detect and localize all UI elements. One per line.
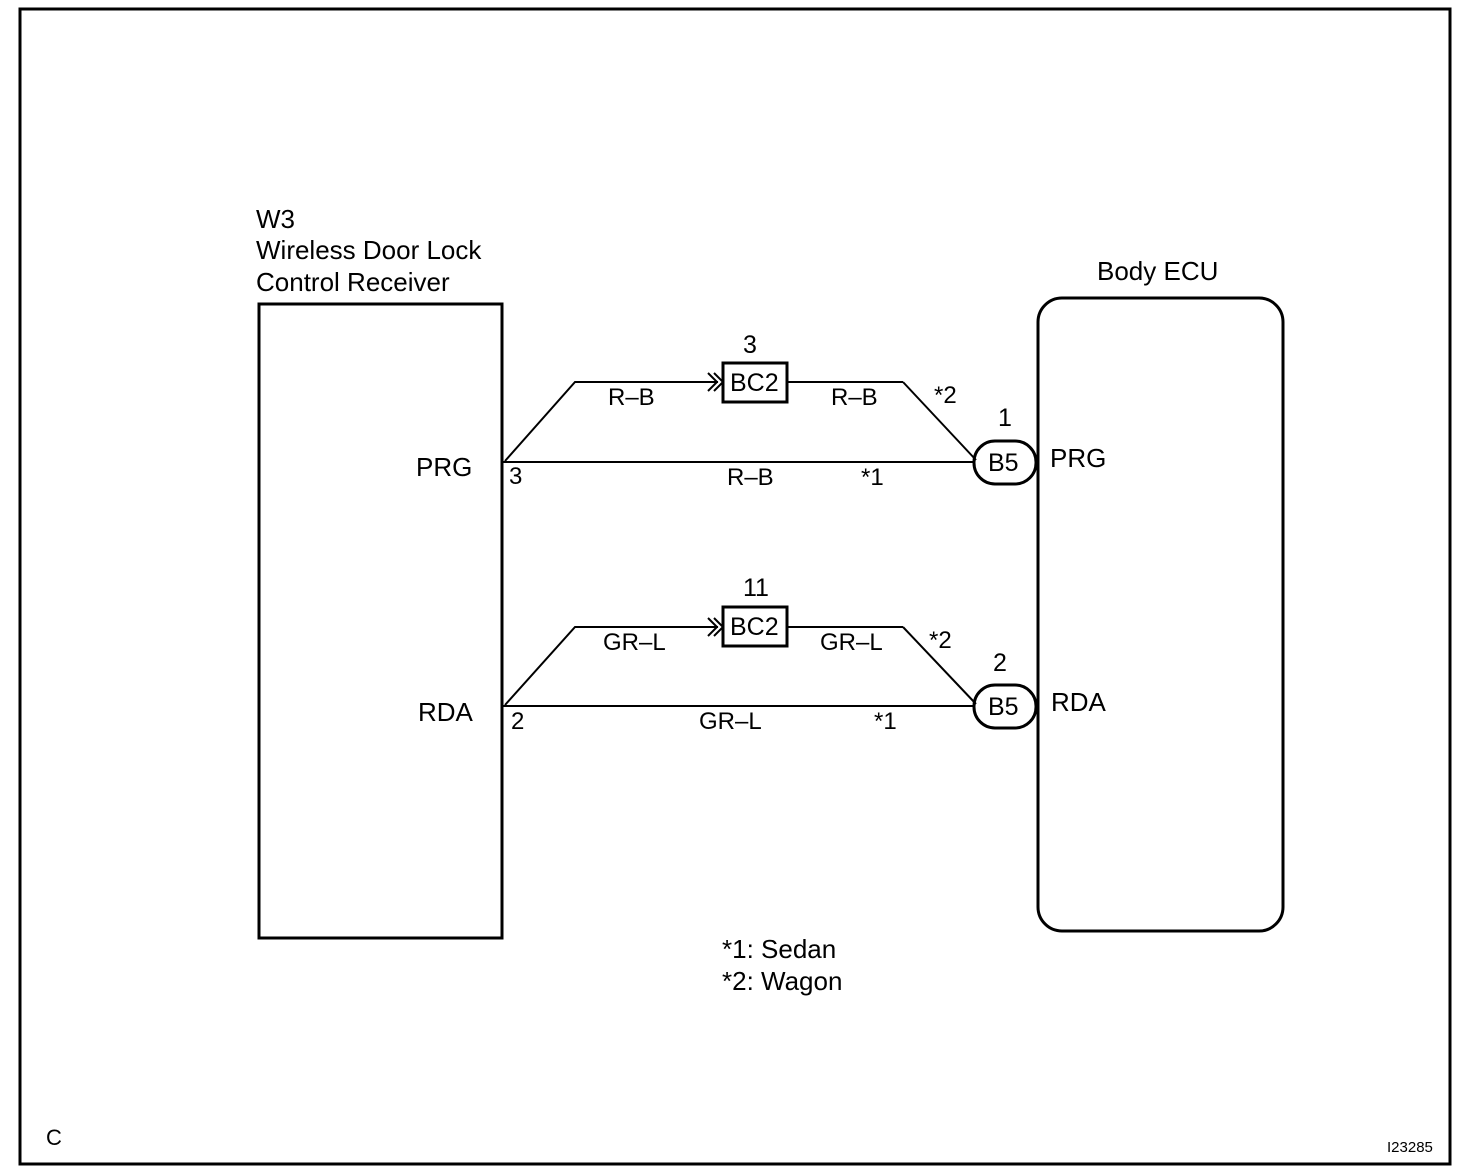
prg-wire-junction-mark: *2: [934, 382, 957, 409]
legend-line1: *1: Sedan: [722, 934, 836, 964]
receiver-pin-prg-number: 3: [509, 463, 522, 490]
ecu-pin-rda-number: 2: [993, 649, 1007, 677]
rda-wire-junction-mark: *2: [929, 627, 952, 654]
ecu-prg-connector: [972, 439, 1038, 486]
prg-junction-connector-label: BC2: [730, 369, 779, 397]
prg-wire-direct-color: R–B: [727, 464, 774, 491]
receiver-name-line1: Wireless Door Lock: [256, 235, 482, 265]
rda-wire-direct-color: GR–L: [699, 708, 762, 735]
ecu-pin-prg-number: 1: [998, 404, 1012, 432]
receiver-pin-rda-number: 2: [511, 708, 524, 735]
ecu-box: [1036, 296, 1285, 933]
rda-wire-junction-left-color: GR–L: [603, 629, 666, 656]
diagram-frame: [18, 7, 1452, 1166]
prg-wire-direct-mark: *1: [861, 464, 884, 491]
rda-junction-connector: [721, 605, 789, 648]
prg-wire-junction-left: [504, 381, 718, 462]
ecu-rda-connector-label: B5: [988, 693, 1019, 721]
ecu-pin-rda-label: RDA: [1051, 687, 1107, 717]
prg-wire-junction-right-color: R–B: [831, 384, 878, 411]
figure-id: I23285: [1387, 1139, 1433, 1156]
prg-junction-pin: 3: [743, 331, 757, 359]
receiver-pin-prg-label: PRG: [416, 452, 472, 482]
legend-line2: *2: Wagon: [722, 966, 842, 996]
prg-wire-junction-left-color: R–B: [608, 384, 655, 411]
rda-wire-junction-right-color: GR–L: [820, 629, 883, 656]
rda-junction-connector-label: BC2: [730, 613, 779, 641]
prg-junction-connector: [721, 361, 789, 404]
ecu-prg-connector-label: B5: [988, 449, 1019, 477]
ecu-rda-connector: [972, 683, 1038, 730]
receiver-name-line2: Control Receiver: [256, 267, 450, 297]
corner-label: C: [46, 1125, 62, 1150]
rda-wire-junction-left: [504, 626, 718, 706]
rda-wire-junction-diag: [902, 626, 977, 705]
receiver-pin-rda-label: RDA: [418, 697, 474, 727]
ecu-pin-prg-label: PRG: [1050, 443, 1106, 473]
rda-junction-pin: 11: [743, 574, 769, 602]
ecu-name: Body ECU: [1097, 256, 1218, 286]
rda-junction-arrow: [707, 617, 719, 637]
prg-junction-arrow: [707, 372, 719, 392]
receiver-box: [257, 302, 504, 940]
rda-wire-direct-mark: *1: [874, 708, 897, 735]
receiver-code: W3: [256, 204, 295, 234]
prg-wire-junction-diag: [902, 381, 977, 461]
